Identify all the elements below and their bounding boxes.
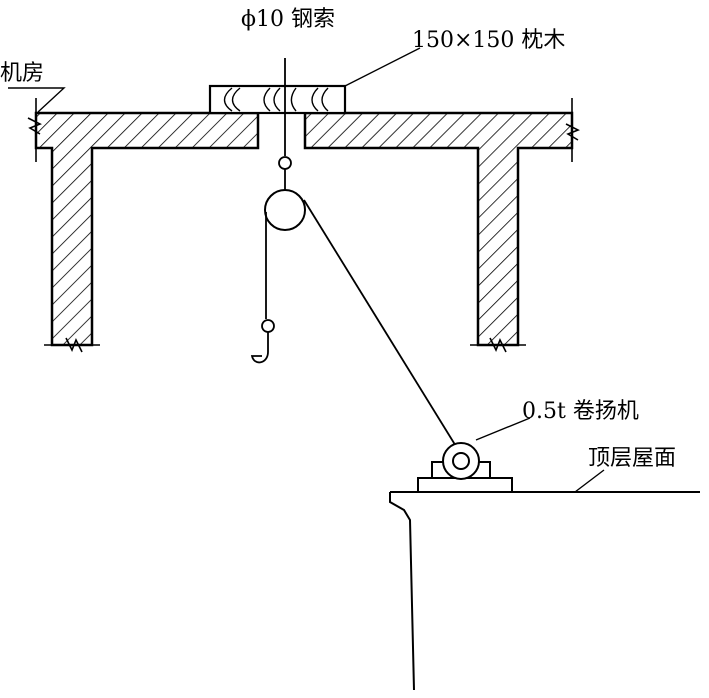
label-steel-cable: ϕ10 钢索 (241, 7, 335, 32)
slab-break-right (565, 98, 580, 162)
hook-assembly (250, 212, 275, 364)
column-break-right (470, 337, 526, 353)
label-roof: 顶层屋面 (588, 446, 676, 471)
floor-slab-right (303, 111, 574, 347)
steel-cable (278, 58, 292, 190)
timber-sleeper (208, 84, 347, 115)
leader-lines (8, 47, 605, 493)
floor-slab-left (34, 111, 260, 347)
column-break-left (44, 337, 100, 353)
winch (417, 442, 513, 493)
roof-structure (389, 491, 700, 691)
label-machine-room: 机房 (0, 61, 44, 86)
hoist-rope (303, 199, 463, 457)
label-sleeper: 150×150 枕木 (412, 28, 565, 53)
slab-break-left (27, 98, 42, 162)
pulley (264, 189, 306, 231)
label-winch: 0.5t 卷扬机 (522, 399, 639, 424)
